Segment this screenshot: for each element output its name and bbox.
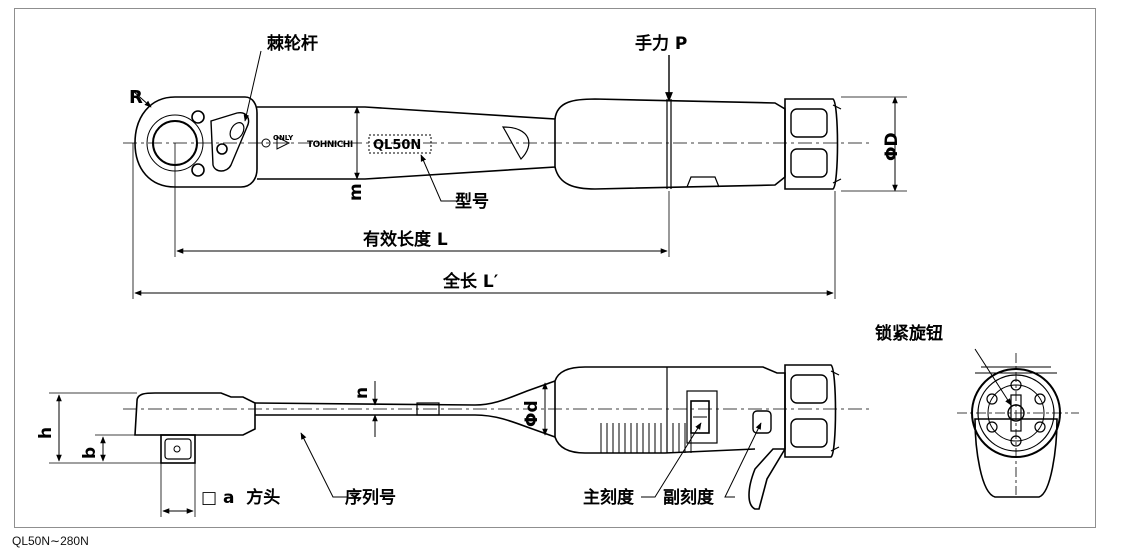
ratchet-head [134, 96, 258, 188]
label-hand-force: 手力 P [635, 33, 687, 54]
wrench-end-view [957, 353, 1079, 498]
label-dim-h: h [36, 427, 56, 439]
label-lock-knob: 锁紧旋钮 [875, 323, 943, 344]
label-ratchet-lever: 棘轮杆 [267, 33, 318, 54]
label-square-drive: □ a 方头 [201, 487, 280, 508]
ratchet-lever [210, 112, 250, 172]
brand-mark: TOHNICHI [307, 140, 353, 150]
label-dia-d: Φd [522, 400, 542, 427]
square-drive [160, 434, 196, 464]
label-dia-D: ΦD [882, 132, 902, 161]
label-dim-b: b [80, 447, 100, 459]
only-mark: ONLY [273, 134, 294, 142]
label-serial-number: 序列号 [345, 487, 396, 508]
label-main-scale: 主刻度 [583, 487, 635, 508]
grip [554, 98, 786, 190]
lock-knob-top [784, 98, 839, 190]
wrench-side-view [123, 364, 873, 510]
label-sub-scale: 副刻度 [663, 487, 715, 508]
model-mark: QL50N [373, 138, 421, 153]
label-total-length: 全长 L′ [442, 271, 499, 292]
wrench-top-view [123, 96, 873, 190]
label-radius: R [129, 87, 143, 108]
label-model: 型号 [455, 191, 489, 212]
label-dim-n: n [352, 387, 372, 399]
diagram-frame: ONLY TOHNICHI QL50N R 棘轮杆 手力 P m 型号 [14, 8, 1096, 528]
shaft [257, 106, 556, 180]
label-dim-m: m [346, 183, 366, 201]
model-range-caption: QL50N∼280N [12, 534, 89, 548]
scale-window [686, 390, 718, 444]
label-effective-length: 有效长度 L [363, 229, 448, 250]
torque-wrench-diagram: ONLY TOHNICHI QL50N R 棘轮杆 手力 P m 型号 [36, 33, 1079, 517]
